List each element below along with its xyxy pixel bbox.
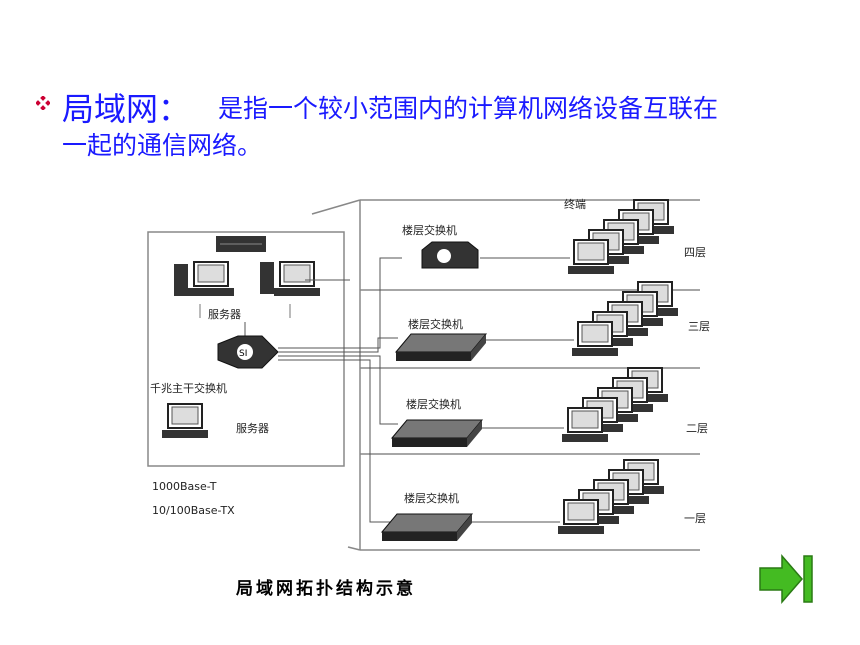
lan-topology-diagram: 服务器 SI 千兆主干交换机 服务器 1000Base-T 10/100Base… [147, 197, 710, 599]
definition-line-2: 一起的通信网络。 [62, 131, 263, 160]
diamond-bullet-icon [36, 96, 50, 110]
floor-2-switch-label: 楼层交换机 [406, 397, 461, 411]
server-label-top: 服务器 [208, 308, 241, 321]
core-switch-icon: SI [217, 335, 279, 369]
floor-4-layer3-switch-icon [421, 241, 479, 269]
floor-2-terminals-icon [562, 368, 668, 442]
definition-line-1: 是指一个较小范围内的计算机网络设备互联在 [218, 94, 719, 123]
diagram-caption: 局域网拓扑结构示意 [236, 578, 416, 599]
floor-3-terminals-icon [572, 282, 678, 356]
floor-4-terminals-icon [568, 200, 674, 274]
floor-2-label: 二层 [686, 422, 708, 435]
core-switch-label: 千兆主干交换机 [150, 381, 227, 395]
term-heading: 局域网： [62, 90, 191, 128]
floor-3-label: 三层 [688, 320, 710, 333]
floor-3-switch-label: 楼层交换机 [408, 317, 463, 331]
server-bottom-icon [161, 403, 209, 439]
svg-text:SI: SI [239, 349, 247, 359]
next-slide-icon[interactable] [756, 552, 814, 606]
server-label-bottom: 服务器 [236, 422, 269, 435]
legend-fast-ethernet: 10/100Base-TX [152, 504, 235, 517]
floor-1-label: 一层 [684, 512, 706, 525]
floor-4-switch-label: 楼层交换机 [402, 223, 457, 237]
rack-server-icon [216, 236, 266, 252]
floor-1-switch-icon [381, 513, 473, 542]
terminal-label: 终端 [564, 197, 586, 211]
floor-1-terminals-icon [558, 460, 664, 534]
legend-gigabit: 1000Base-T [152, 480, 217, 493]
floor-4-label: 四层 [684, 246, 706, 259]
floor-2-switch-icon [391, 419, 483, 448]
floor-3-switch-icon [395, 333, 487, 362]
server-tower-left-icon [174, 261, 235, 297]
server-tower-right-icon [260, 261, 321, 297]
floor-1-switch-label: 楼层交换机 [404, 491, 459, 505]
